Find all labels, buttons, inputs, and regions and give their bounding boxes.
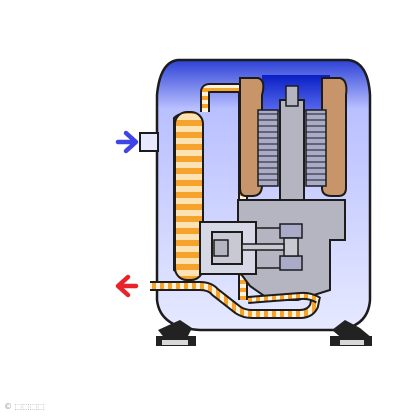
stator-right bbox=[305, 109, 327, 187]
inlet-arrow bbox=[115, 130, 139, 154]
foot-left bbox=[156, 320, 196, 346]
crankshaft bbox=[283, 237, 299, 257]
piston bbox=[213, 239, 229, 257]
crankshaft-bearing-bottom bbox=[279, 255, 303, 271]
stator-left bbox=[257, 109, 279, 187]
watermark: © ⬚⬚⬚⬚ bbox=[4, 402, 45, 411]
accumulator-body bbox=[174, 111, 204, 281]
crankshaft-bearing-top bbox=[279, 223, 303, 239]
rotor bbox=[279, 99, 305, 201]
connecting-rod bbox=[241, 243, 285, 251]
outlet-arrow bbox=[115, 274, 139, 298]
foot-right bbox=[330, 320, 372, 346]
inlet-nozzle bbox=[139, 132, 159, 152]
rotor-core bbox=[285, 85, 299, 107]
motor-winding-right bbox=[321, 77, 348, 197]
